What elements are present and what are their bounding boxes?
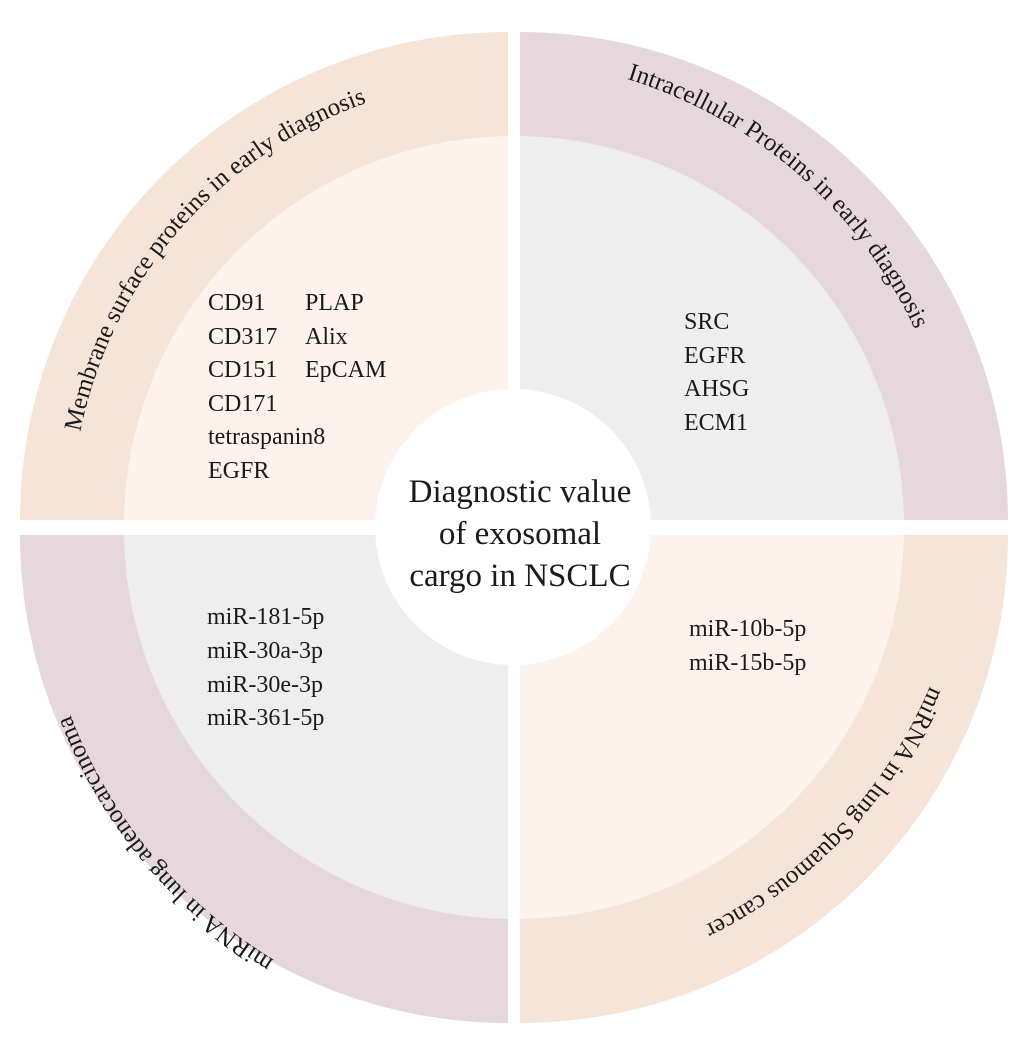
inner-ring-bottom-right (520, 535, 904, 919)
outer-ring-top-left (20, 32, 508, 520)
list-item: tetraspanin8 (208, 424, 325, 450)
list-item: AHSG (684, 376, 749, 402)
list-item: EpCAM (305, 357, 386, 383)
list-item: ECM1 (684, 410, 748, 436)
list-item: Alix (305, 324, 348, 350)
list-item: CD91 (208, 290, 265, 316)
inner-ring-top-left (124, 136, 508, 520)
list-item: CD317 (208, 324, 277, 350)
list-item: PLAP (305, 290, 364, 316)
membrane-protein-list: CD91 CD317 CD151 CD171 tetraspanin8 EGFR… (208, 290, 386, 484)
list-item: miR-30a-3p (207, 638, 323, 664)
adenocarcinoma-mirna-list: miR-181-5p miR-30a-3p miR-30e-3p miR-361… (207, 604, 324, 731)
squamous-mirna-list: miR-10b-5p miR-15b-5p (689, 616, 806, 676)
list-item: miR-15b-5p (689, 650, 806, 676)
center-circle (375, 389, 651, 665)
intracellular-protein-list: SRC EGFR AHSG ECM1 (684, 309, 749, 436)
list-item: EGFR (684, 343, 745, 369)
outer-ring-bottom-left (20, 535, 508, 1023)
list-item: EGFR (208, 458, 269, 484)
inner-ring-bottom-left (124, 535, 508, 919)
list-item: SRC (684, 309, 729, 335)
outer-ring-bottom-right (520, 535, 1008, 1023)
center-title: Diagnostic value of exosomal cargo in NS… (409, 474, 632, 594)
list-item: miR-10b-5p (689, 616, 806, 642)
list-item: miR-181-5p (207, 604, 324, 630)
center-title-line: Diagnostic value (409, 474, 632, 510)
list-item: miR-361-5p (207, 705, 324, 731)
center-title-line: of exosomal (439, 516, 601, 552)
list-item: miR-30e-3p (207, 672, 323, 698)
center-title-line: cargo in NSCLC (409, 558, 630, 594)
inner-ring-top-right (520, 136, 904, 520)
list-item: CD171 (208, 391, 277, 417)
outer-ring-top-right (520, 32, 1008, 520)
list-item: CD151 (208, 357, 277, 383)
